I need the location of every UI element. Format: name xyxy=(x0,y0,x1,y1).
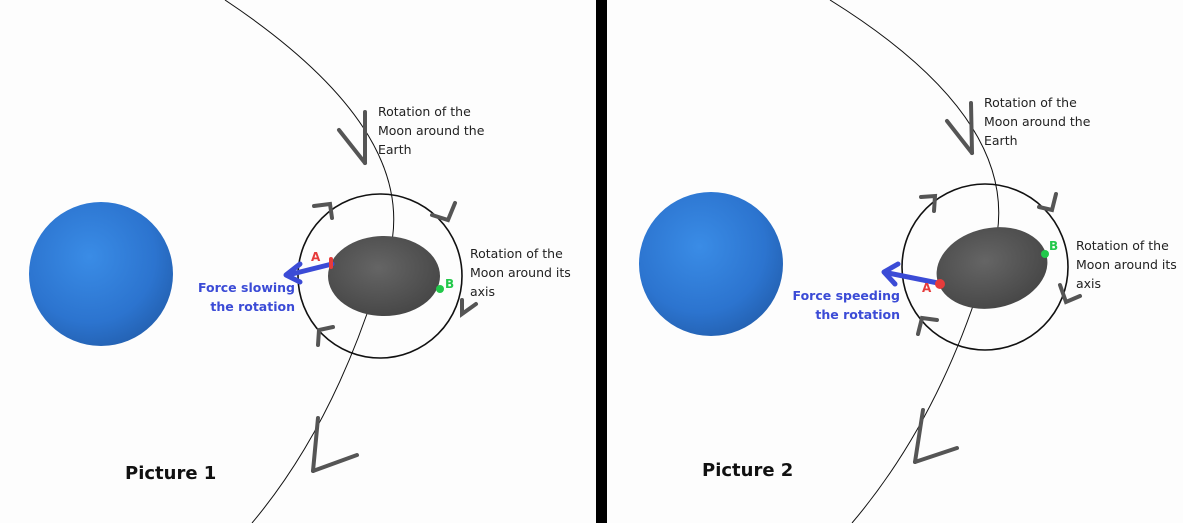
orbit-arrowhead-icon xyxy=(945,101,974,155)
axis-rotation-circle xyxy=(901,183,1069,351)
label-line: Rotation of the xyxy=(378,104,471,119)
orbit-arrowhead-icon xyxy=(913,408,959,464)
picture-1-panel: A B Rotation of the Moon around the Eart… xyxy=(29,0,571,523)
rotation-arrowhead-icon xyxy=(916,192,1082,336)
label-line: Earth xyxy=(378,142,412,157)
label-line: Earth xyxy=(984,133,1018,148)
axis-rotation-circle xyxy=(297,193,463,359)
orbit-arrowhead-icon xyxy=(337,110,367,165)
picture-2-panel: A B Rotation of the Moon around the Eart… xyxy=(607,0,1183,523)
label-line: Rotation of the xyxy=(470,246,563,261)
earth xyxy=(639,192,783,336)
picture-title: Picture 1 xyxy=(125,463,217,484)
label-line: Moon around the xyxy=(378,123,485,138)
force-arrow-icon xyxy=(283,261,335,285)
orbit-rotation-label: Rotation of the Moon around the Earth xyxy=(378,102,484,159)
label-line: Rotation of the xyxy=(984,95,1077,110)
force-label: Force slowing the rotation xyxy=(198,278,295,316)
point-a-label: A xyxy=(922,281,932,295)
axis-rotation-label: Rotation of the Moon around its axis xyxy=(470,244,571,301)
picture-1-diagram xyxy=(29,0,478,523)
label-line: axis xyxy=(470,284,496,299)
point-a-label: A xyxy=(311,250,321,264)
point-b-label: B xyxy=(445,277,455,291)
earth xyxy=(29,202,173,346)
moon xyxy=(936,227,1048,309)
label-line: Moon around its xyxy=(1076,257,1177,272)
picture-title: Picture 2 xyxy=(702,460,794,481)
point-b-label: B xyxy=(1049,239,1059,253)
divider xyxy=(596,0,607,523)
rotation-arrowhead-icon xyxy=(312,201,478,347)
label-line: Force speeding xyxy=(792,288,900,303)
point-b-marker xyxy=(1041,250,1049,258)
point-a-marker xyxy=(935,279,945,289)
orbit-arrowhead-icon xyxy=(311,416,359,473)
label-line: the rotation xyxy=(210,299,295,314)
point-a-marker xyxy=(329,257,333,269)
axis-rotation-label: Rotation of the Moon around its axis xyxy=(1076,236,1177,293)
label-line: the rotation xyxy=(815,307,900,322)
force-label: Force speeding the rotation xyxy=(793,286,900,324)
orbit-rotation-label: Rotation of the Moon around the Earth xyxy=(984,93,1090,150)
point-b-marker xyxy=(436,285,444,293)
picture-2-diagram xyxy=(639,0,1082,523)
label-line: Moon around its xyxy=(470,265,571,280)
force-arrow-icon xyxy=(881,261,941,287)
moon xyxy=(328,236,440,316)
label-line: Rotation of the xyxy=(1076,238,1169,253)
label-line: Force slowing xyxy=(197,280,295,295)
label-line: Moon around the xyxy=(984,114,1091,129)
label-line: axis xyxy=(1076,276,1102,291)
